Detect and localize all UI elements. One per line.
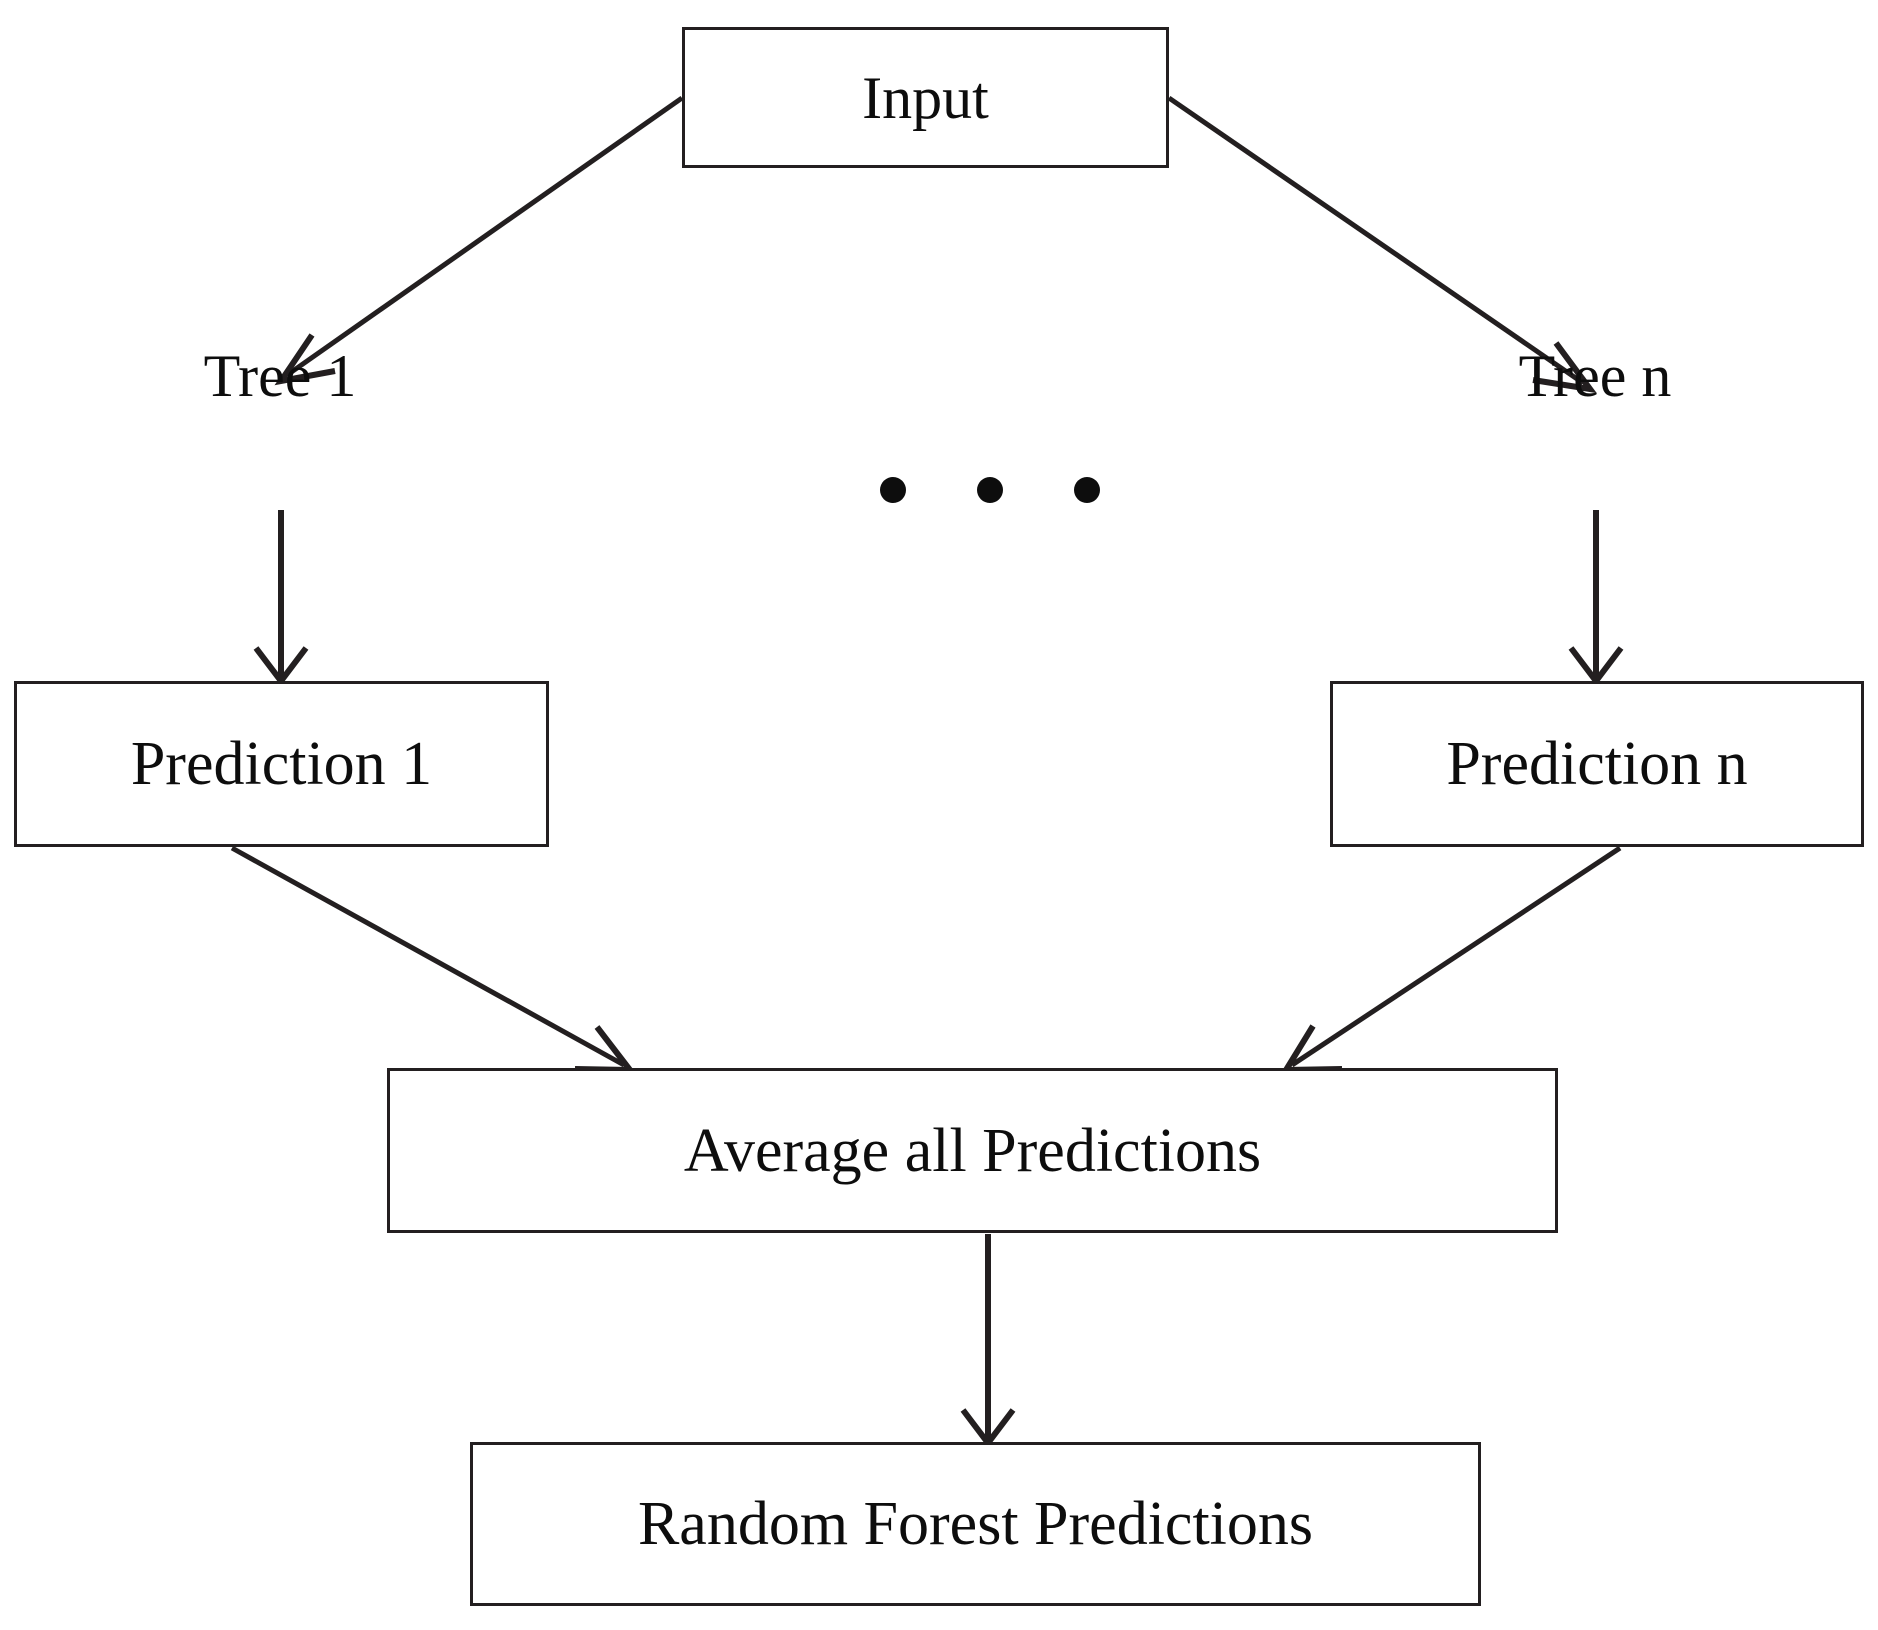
edge-tree-n-to-prediction-n bbox=[1568, 510, 1624, 686]
node-average-all-predictions[interactable]: Average all Predictions bbox=[387, 1068, 1558, 1233]
edge-tree-1-to-prediction-1 bbox=[253, 510, 309, 686]
edge-input-to-tree-1 bbox=[274, 95, 684, 386]
edge-prediction-1-to-average bbox=[230, 845, 637, 1074]
node-prediction-n[interactable]: Prediction n bbox=[1330, 681, 1864, 847]
edge-prediction-n-to-average bbox=[1280, 845, 1622, 1074]
node-tree-1: Tree 1 bbox=[203, 343, 357, 409]
node-random-forest-predictions[interactable]: Random Forest Predictions bbox=[470, 1442, 1481, 1606]
ellipsis-dot-1 bbox=[880, 477, 906, 503]
edge-input-to-tree-n bbox=[1167, 95, 1597, 394]
ellipsis-dot-2 bbox=[977, 477, 1003, 503]
edge-average-to-random-forest-predictions bbox=[960, 1234, 1016, 1448]
node-tree-n: Tree n bbox=[1518, 343, 1672, 409]
ellipsis-dot-3 bbox=[1074, 477, 1100, 503]
ellipsis-dots bbox=[880, 468, 1100, 512]
node-input[interactable]: Input bbox=[682, 27, 1169, 168]
node-prediction-1[interactable]: Prediction 1 bbox=[14, 681, 549, 847]
